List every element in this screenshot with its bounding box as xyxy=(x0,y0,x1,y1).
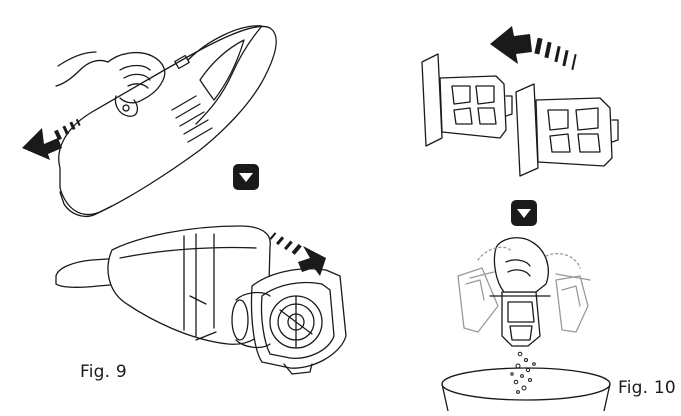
step-down-icon xyxy=(233,164,259,190)
filter-shaking-illustration xyxy=(457,237,591,347)
direction-arrow-icon xyxy=(269,232,326,276)
vacuum-open-illustration xyxy=(55,225,347,375)
direction-arrow-icon xyxy=(22,118,81,160)
dust-particles xyxy=(510,351,536,394)
filter-right-illustration xyxy=(515,83,619,177)
figure-caption-fig10: Fig. 10 xyxy=(618,378,676,398)
step-down-icon xyxy=(511,200,537,226)
filter-left-illustration xyxy=(421,53,513,147)
figure-caption-fig9: Fig. 9 xyxy=(80,362,127,382)
direction-arrow-icon xyxy=(490,26,577,71)
waste-bin-illustration xyxy=(441,367,611,412)
vacuum-handheld-illustration xyxy=(55,25,277,218)
